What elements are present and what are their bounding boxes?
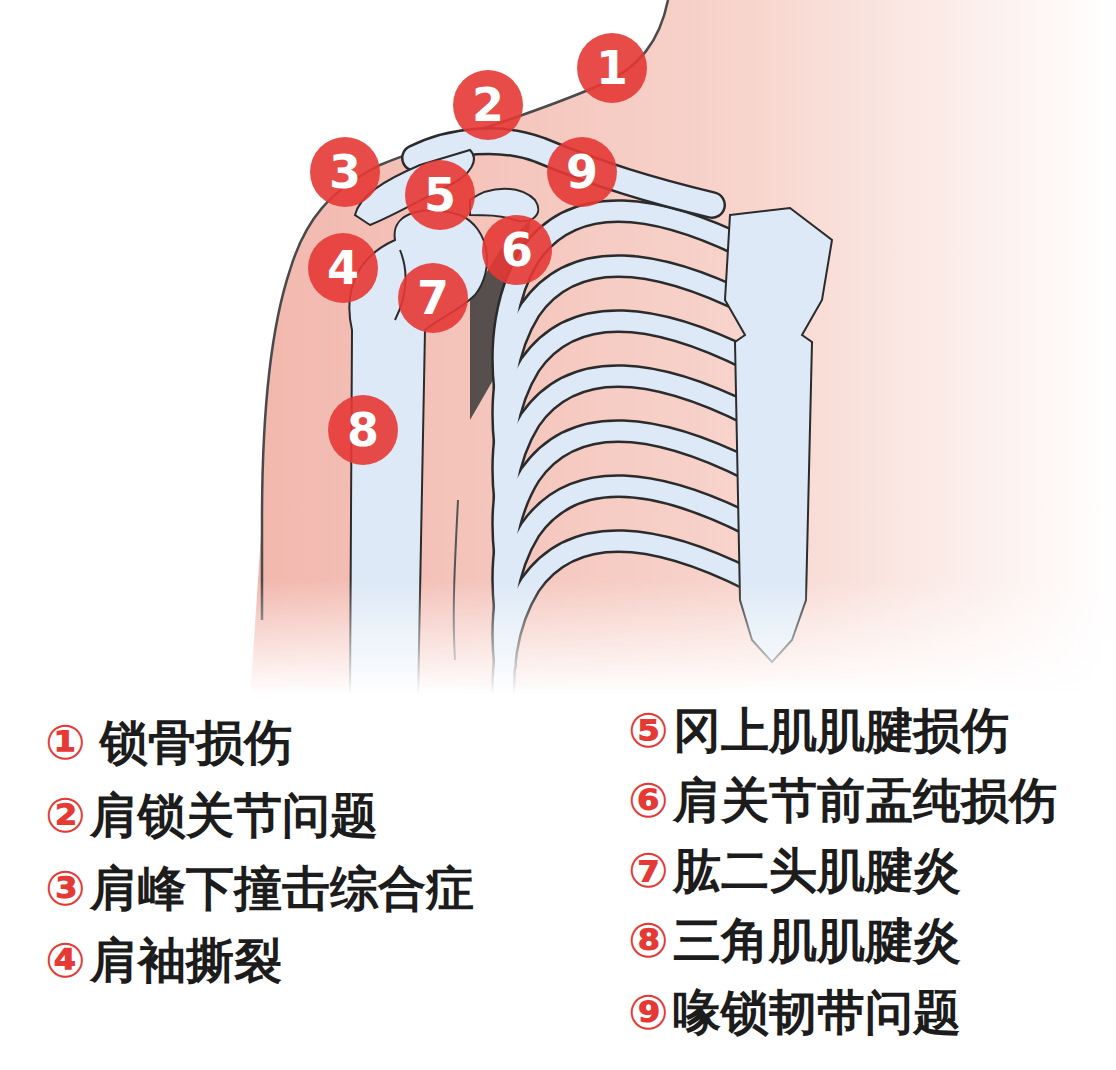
- callout-number: ⑥: [628, 774, 669, 827]
- circle-fill: [405, 160, 475, 230]
- callout-circle: 6: [482, 215, 552, 285]
- callout-number: 8: [347, 407, 379, 453]
- circle-fill: [398, 263, 468, 333]
- callout-number: 1: [596, 45, 628, 91]
- legend-row: ⑥肩关节前盂纯损伤: [628, 770, 1057, 830]
- callout-circle: 7: [398, 263, 468, 333]
- callout-number: 9: [566, 149, 598, 195]
- callout-number: ⑨: [628, 986, 669, 1039]
- callout-number: ⑧: [628, 914, 669, 967]
- callout-circle: 8: [328, 395, 398, 465]
- circle-fill: [310, 137, 380, 207]
- condition-name: 锁骨损伤: [100, 716, 292, 769]
- condition-name: 肩袖撕裂: [90, 934, 282, 987]
- callout-number: ③: [45, 862, 86, 915]
- callout-circle: 9: [547, 137, 617, 207]
- callout-number: 4: [327, 245, 359, 291]
- circle-fill: [547, 137, 617, 207]
- legend-row: ④肩袖撕裂: [45, 930, 282, 990]
- callout-number: 7: [417, 275, 449, 321]
- callout-circle: 3: [310, 137, 380, 207]
- condition-name: 冈上肌肌腱损伤: [673, 704, 1009, 757]
- legend-row: ⑦肱二头肌腱炎: [628, 840, 961, 900]
- callout-number: ⑦: [628, 844, 669, 897]
- condition-name: 喙锁韧带问题: [673, 986, 961, 1039]
- circle-fill: [577, 33, 647, 103]
- fade: [0, 560, 1116, 700]
- callout-circle: 4: [308, 233, 378, 303]
- condition-name: 肩关节前盂纯损伤: [673, 774, 1057, 827]
- callout-circle: 5: [405, 160, 475, 230]
- condition-name: 肩锁关节问题: [90, 789, 378, 842]
- condition-name: 三角肌肌腱炎: [673, 914, 961, 967]
- legend-row: ⑧三角肌肌腱炎: [628, 910, 961, 970]
- callout-number: ①: [45, 716, 86, 769]
- circle-fill: [453, 70, 523, 140]
- coracoid: [470, 189, 538, 222]
- legend-row: ⑨喙锁韧带问题: [628, 982, 961, 1042]
- callout-circle: 2: [453, 70, 523, 140]
- callout-number: ⑤: [628, 704, 669, 757]
- circle-fill: [328, 395, 398, 465]
- condition-name: 肩峰下撞击综合症: [90, 862, 474, 915]
- lower-ground: [0, 695, 1116, 1070]
- legend-row: ②肩锁关节问题: [45, 785, 378, 845]
- callout-circle: 1: [577, 33, 647, 103]
- callout-number: 6: [501, 227, 533, 273]
- legend-row: ⑤冈上肌肌腱损伤: [628, 700, 1009, 760]
- legend-row: ③肩峰下撞击综合症: [45, 858, 474, 918]
- callout-number: 2: [472, 82, 504, 128]
- callout-number: 5: [424, 172, 456, 218]
- callout-number: 3: [329, 149, 361, 195]
- condition-name: 肱二头肌腱炎: [673, 844, 961, 897]
- callout-number: ②: [45, 789, 86, 842]
- legend-row: ① 锁骨损伤: [45, 712, 292, 772]
- circle-fill: [482, 215, 552, 285]
- callout-number: ④: [45, 934, 86, 987]
- circle-fill: [308, 233, 378, 303]
